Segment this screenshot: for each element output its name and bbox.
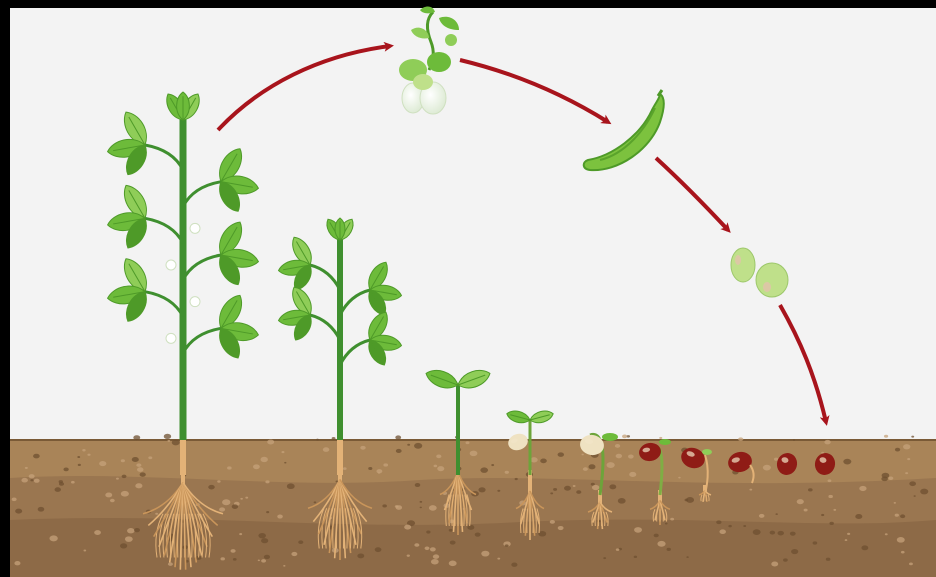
soil — [10, 434, 936, 577]
